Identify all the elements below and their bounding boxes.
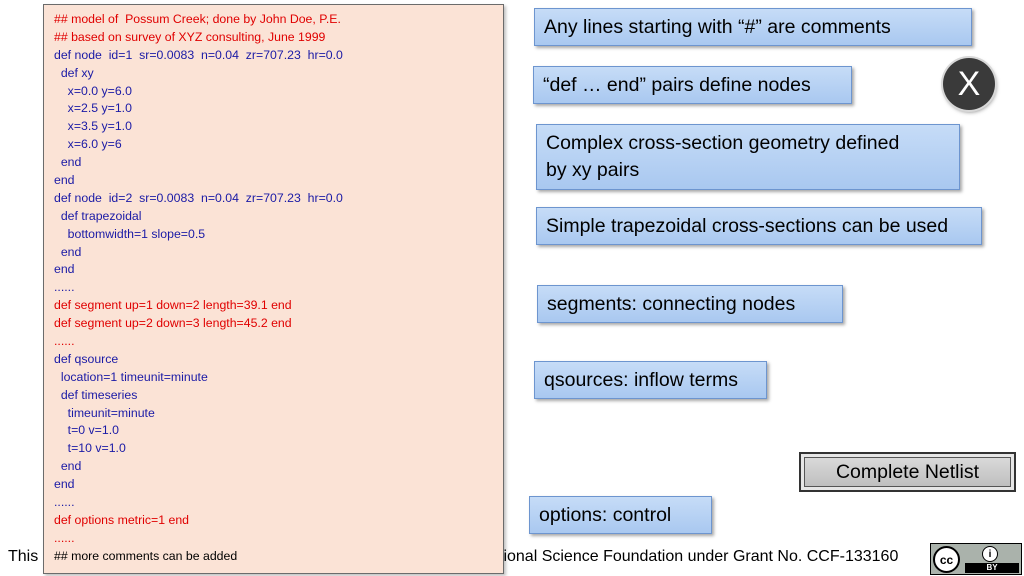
code-line: location=1 timeunit=minute [54,369,208,384]
code-line: bottomwidth=1 slope=0.5 [54,226,206,241]
code-line: end [54,477,75,492]
callout-segments: segments: connecting nodes [537,285,843,323]
creative-commons-by-icon[interactable]: cc i BY [930,543,1022,575]
complete-netlist-label: Complete Netlist [804,457,1011,487]
code-line: end [54,173,75,188]
code-line: ...... [54,280,75,295]
code-line: def options metric=1 end [54,512,190,527]
callout-options-text: options: control [539,503,672,526]
callout-def-end: “def … end” pairs define nodes [533,66,852,104]
code-line: def node id=2 sr=0.0083 n=0.04 zr=707.23… [54,190,343,205]
code-line: def trapezoidal [54,208,142,223]
code-line: timeunit=minute [54,405,155,420]
code-line: end [54,155,82,170]
footer-suffix: tional Science Foundation under Grant No… [499,548,899,565]
code-line: t=0 v=1.0 [54,423,119,438]
attribution-person-icon: i [982,546,998,562]
code-line: end [54,244,82,259]
code-line: def timeseries [54,387,138,402]
callout-segments-text: segments: connecting nodes [547,292,796,315]
code-line: def qsource [54,351,119,366]
cc-by-label: BY [965,563,1019,573]
callout-trapezoidal-text: Simple trapezoidal cross-sections can be… [546,214,949,237]
code-line: ## based on survey of XYZ consulting, Ju… [54,29,326,44]
code-line: end [54,459,82,474]
code-line: x=6.0 y=6 [54,137,122,152]
footer-prefix: This [8,548,39,565]
code-line: x=2.5 y=1.0 [54,101,132,116]
callout-complex-text: Complex cross-section geometry defined b… [546,132,900,181]
callout-comments: Any lines starting with “#” are comments [534,8,972,46]
callout-options: options: control [529,496,712,534]
callout-complex-geometry: Complex cross-section geometry defined b… [536,124,960,190]
complete-netlist-button[interactable]: Complete Netlist [799,452,1016,492]
code-line: ...... [54,495,75,510]
close-button[interactable]: X [943,58,995,110]
netlist-code-panel: ## model of Possum Creek; done by John D… [43,4,504,574]
code-line: ...... [54,334,75,349]
code-line: def node id=1 sr=0.0083 n=0.04 zr=707.23… [54,47,343,62]
code-line: end [54,262,75,277]
code-line: def segment up=1 down=2 length=39.1 end [54,298,292,313]
code-line: ## more comments can be added [54,548,238,563]
footer-text: This tional Science Foundation under Gra… [8,548,898,566]
callout-comments-text: Any lines starting with “#” are comments [544,15,891,38]
code-line: t=10 v=1.0 [54,441,126,456]
code-line: ## model of Possum Creek; done by John D… [54,12,341,26]
code-line: ...... [54,530,75,545]
close-icon: X [957,65,981,103]
cc-logo-icon: cc [933,546,960,573]
callout-trapezoidal: Simple trapezoidal cross-sections can be… [536,207,982,245]
callout-qsources-text: qsources: inflow terms [544,368,738,391]
callout-qsources: qsources: inflow terms [534,361,767,399]
callout-def-end-text: “def … end” pairs define nodes [543,73,811,96]
code-line: def segment up=2 down=3 length=45.2 end [54,316,292,331]
code-line: x=3.5 y=1.0 [54,119,132,134]
code-line: x=0.0 y=6.0 [54,83,132,98]
code-line: def xy [54,65,94,80]
